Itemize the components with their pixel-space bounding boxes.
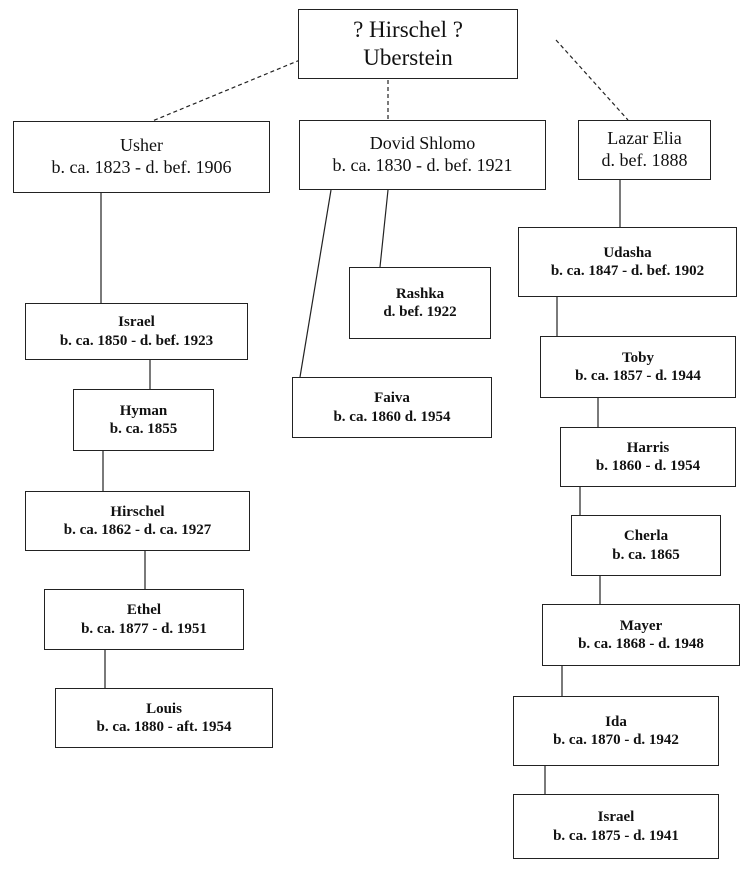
node-ethel: Ethel b. ca. 1877 - d. 1951 xyxy=(44,589,244,650)
node-dates: b. ca. 1847 - d. bef. 1902 xyxy=(550,263,705,279)
node-name: Mayer xyxy=(619,617,663,634)
node-name: Ida xyxy=(605,713,627,730)
node-rashka: Rashka d. bef. 1922 xyxy=(349,267,491,339)
node-name: Harris xyxy=(626,439,670,456)
node-root-hirschel-uberstein: ? Hirschel ? Uberstein xyxy=(298,9,518,79)
node-name: Toby xyxy=(622,349,654,366)
node-dates: d. bef. 1888 xyxy=(601,150,688,170)
node-name: Hirschel xyxy=(110,503,165,520)
node-dates: b. ca. 1877 - d. 1951 xyxy=(81,620,207,637)
node-dovid-shlomo: Dovid Shlomo b. ca. 1830 - d. bef. 1921 xyxy=(299,120,546,190)
node-dates: b. ca. 1862 - d. ca. 1927 xyxy=(63,522,212,538)
node-name: Rashka xyxy=(395,285,445,302)
node-harris: Harris b. 1860 - d. 1954 xyxy=(560,427,736,487)
node-dates: b. ca. 1880 - aft. 1954 xyxy=(96,719,232,735)
node-name: Dovid Shlomo xyxy=(369,133,476,154)
node-dates: b. ca. 1870 - d. 1942 xyxy=(553,732,679,748)
node-toby: Toby b. ca. 1857 - d. 1944 xyxy=(540,336,736,398)
node-name: Ethel xyxy=(126,602,162,619)
node-name: Udasha xyxy=(603,244,652,261)
node-mayer: Mayer b. ca. 1868 - d. 1948 xyxy=(542,604,740,666)
node-dates: b. ca. 1823 - d. bef. 1906 xyxy=(51,157,232,177)
node-name: Hyman xyxy=(119,402,168,419)
node-dates: b. ca. 1857 - d. 1944 xyxy=(575,368,701,384)
node-israel-1850: Israel b. ca. 1850 - d. bef. 1923 xyxy=(25,303,248,360)
node-dates: b. ca. 1875 - d. 1941 xyxy=(553,827,679,844)
node-dates: b. ca. 1850 - d. bef. 1923 xyxy=(59,332,214,349)
node-name: Usher xyxy=(120,135,163,156)
node-name: Lazar Elia xyxy=(607,128,682,149)
node-name: Louis xyxy=(146,700,182,717)
node-cherla: Cherla b. ca. 1865 xyxy=(571,515,721,576)
node-lazar-elia: Lazar Elia d. bef. 1888 xyxy=(578,120,711,180)
edge-dovid-faiva xyxy=(299,189,332,378)
node-dates: b. ca. 1868 - d. 1948 xyxy=(578,636,704,652)
node-dates: b. 1860 - d. 1954 xyxy=(595,458,701,474)
node-usher: Usher b. ca. 1823 - d. bef. 1906 xyxy=(13,121,270,193)
node-dates: b. ca. 1865 xyxy=(612,546,680,563)
node-hirschel: Hirschel b. ca. 1862 - d. ca. 1927 xyxy=(25,491,250,551)
edge-dovid-rashka xyxy=(379,189,389,268)
node-louis: Louis b. ca. 1880 - aft. 1954 xyxy=(55,688,273,748)
edge-root-lazar xyxy=(555,39,629,121)
node-root-line2: Uberstein xyxy=(363,45,453,70)
node-dates: d. bef. 1922 xyxy=(383,304,457,320)
node-name: Faiva xyxy=(374,390,410,407)
node-faiva: Faiva b. ca. 1860 d. 1954 xyxy=(292,377,492,438)
node-ida: Ida b. ca. 1870 - d. 1942 xyxy=(513,696,719,766)
node-name: Israel xyxy=(118,314,155,331)
node-dates: b. ca. 1830 - d. bef. 1921 xyxy=(332,155,513,175)
node-name: Israel xyxy=(597,809,635,826)
edge-root-usher xyxy=(149,59,301,123)
node-name: Cherla xyxy=(623,528,669,545)
node-root-line1: ? Hirschel ? xyxy=(353,16,463,42)
node-dates: b. ca. 1860 d. 1954 xyxy=(333,408,451,425)
node-dates: b. ca. 1855 xyxy=(109,421,178,437)
node-israel-1875: Israel b. ca. 1875 - d. 1941 xyxy=(513,794,719,859)
node-udasha: Udasha b. ca. 1847 - d. bef. 1902 xyxy=(518,227,737,297)
node-hyman: Hyman b. ca. 1855 xyxy=(73,389,214,451)
